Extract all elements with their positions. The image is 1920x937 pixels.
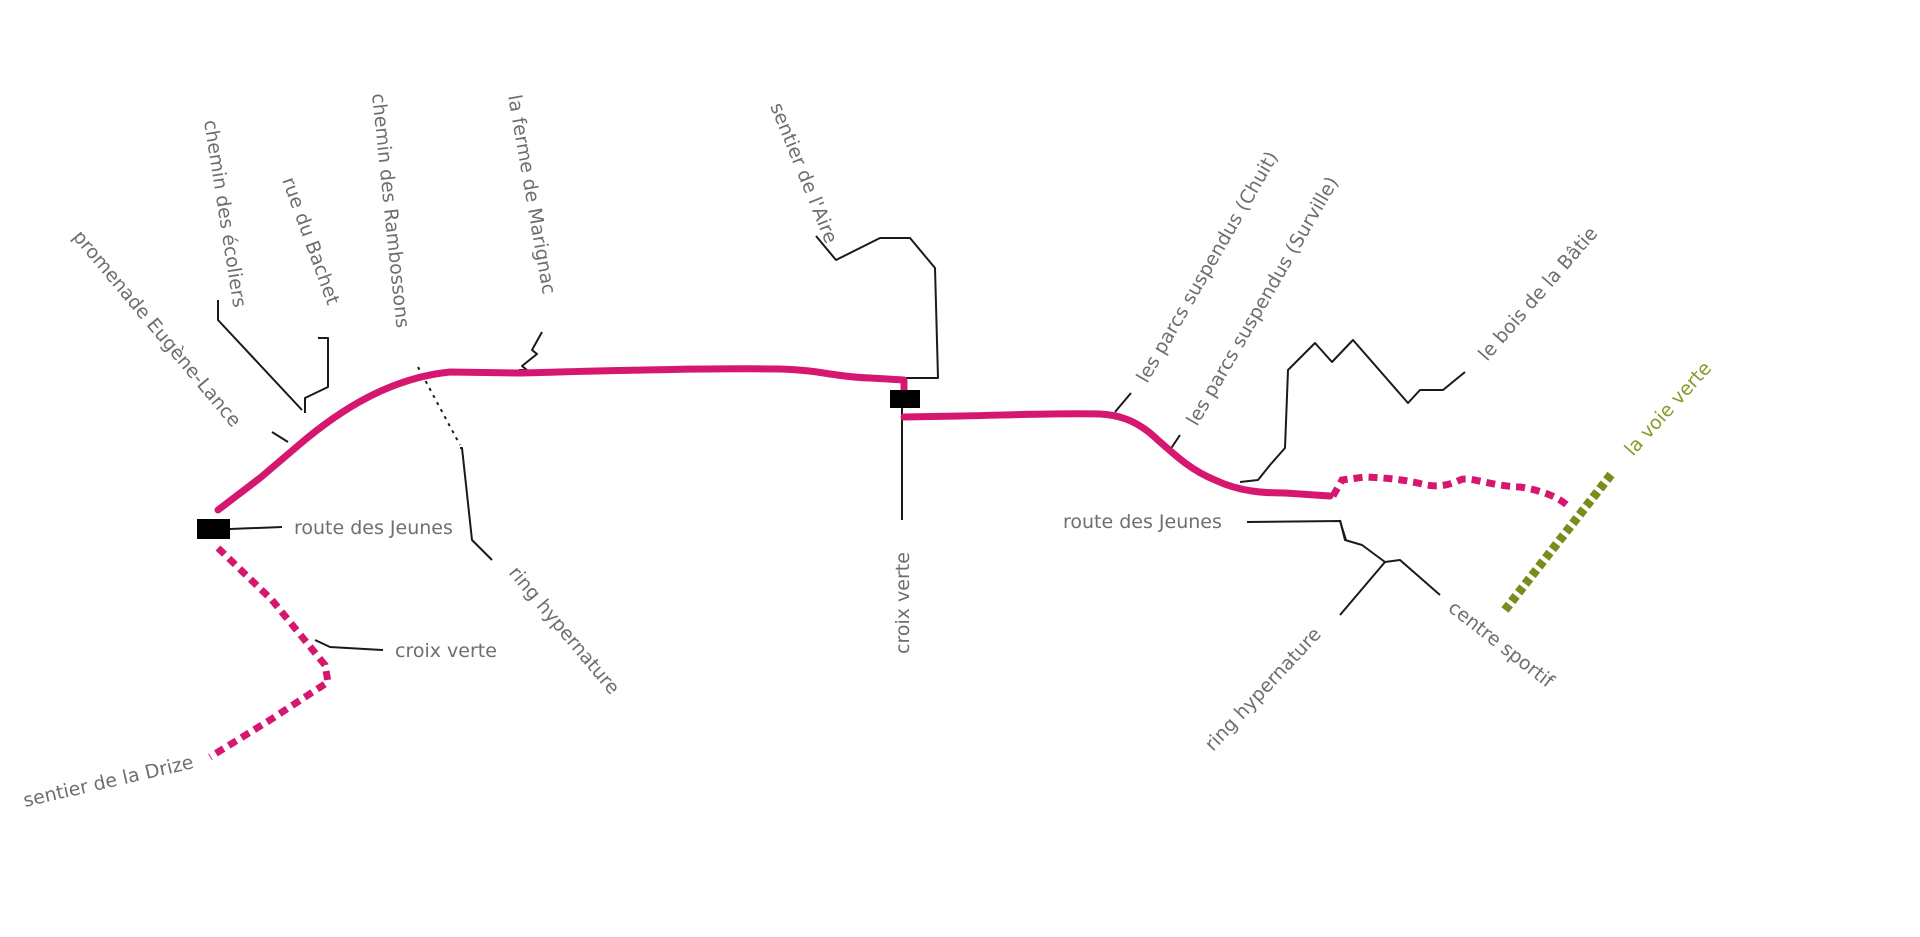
label-la-ferme-de-marignac: la ferme de Marignac [503,93,560,296]
label-route-des-jeunes-right: route des Jeunes [1063,511,1222,533]
leader-route-des-jeunes-left [229,526,283,530]
leader-ring-hypernature-right [1339,519,1386,616]
route-voie-verte [1501,469,1617,613]
leader-la-ferme-de-marignac [519,331,543,371]
label-chemin-des-ecoliers: chemin des écoliers [199,118,250,309]
label-le-bois-de-la-batie: le bois de la Bâtie [1474,223,1602,366]
leader-route-des-jeunes-right [1246,520,1347,541]
junction-node-middle [890,390,920,408]
leader-centre-sportif [1384,559,1441,596]
leader-le-bois-de-la-batie [1239,339,1466,483]
leader-promenade-eugene-lance [271,431,289,443]
label-croix-verte-left: croix verte [395,640,497,662]
label-route-des-jeunes-left: route des Jeunes [294,517,453,539]
label-sentier-de-la-drize: sentier de la Drize [21,751,196,812]
label-sentier-de-laire: sentier de l'Aire [765,100,841,247]
label-ring-hypernature-right: ring hypernature [1201,623,1326,755]
label-promenade-eugene-lance: promenade Eugène-Lance [68,226,245,431]
label-parcs-suspendus-chuit: les parcs suspendus (Chuit) [1132,148,1283,387]
leader-chemin-des-ecoliers [217,300,303,411]
leader-rue-du-bachet [304,337,329,413]
label-centre-sportif: centre sportif [1444,597,1559,694]
leader-chemin-des-rambossons [417,366,461,446]
route-dashed-east [1329,473,1573,511]
junction-node-west [197,519,230,539]
label-la-voie-verte: la voie verte [1620,357,1716,460]
route-dashed-south-west [208,545,332,760]
route-main-segment-west [214,365,908,514]
label-ring-hypernature-left: ring hypernature [504,562,624,699]
leader-parcs-suspendus-chuit [1114,392,1132,413]
leader-sentier-de-laire [815,235,939,379]
label-parcs-suspendus-surville: les parcs suspendus (Surville) [1182,173,1343,430]
label-croix-verte-middle: croix verte [892,552,914,654]
leader-croix-verte-left [314,639,384,651]
label-chemin-des-rambossons: chemin des Rambossons [367,92,414,329]
label-rue-du-bachet: rue du Bachet [277,174,344,307]
route-main-segment-east [900,410,1334,500]
leader-ring-hypernature-left [460,447,493,561]
